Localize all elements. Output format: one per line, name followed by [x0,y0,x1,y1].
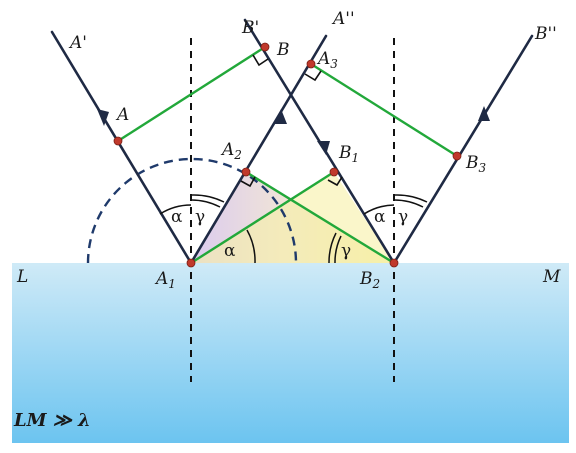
label-L: L [16,267,28,287]
label-B: B [276,40,290,60]
label-A-prime: A' [68,33,87,53]
label-A: A [115,105,129,125]
shaded-triangle-right [191,172,394,263]
angle-arc-alpha-B2 [363,204,395,215]
angle-gamma-base: γ [341,241,351,261]
angle-gamma-B2: γ [398,207,408,227]
label-M: M [542,267,561,287]
label-B-dprime: B'' [534,24,557,44]
wavefront-A-B [117,45,266,143]
angle-alpha-B2: α [374,207,386,227]
wavelet-arc [86,157,298,264]
angle-arc-gamma-A1-1 [190,199,221,208]
arrow-reflected-B [478,106,490,121]
label-B1: B1 [338,143,359,165]
reflected-ray-B [392,34,534,265]
arrow-reflected-A [274,109,287,124]
angle-arc-gamma-B2-2 [393,194,428,203]
right-angle-B [252,54,269,67]
angle-arc-gamma-B2-1 [393,199,424,208]
point-B2 [389,258,399,268]
label-A-dprime: A'' [331,9,355,29]
point-B3 [452,151,462,161]
angle-arc-alpha-base [246,229,256,264]
point-B1 [329,167,339,177]
point-A3 [306,59,316,69]
angle-arc-gamma-base-1 [334,235,342,264]
reflected-ray-A [189,34,328,265]
wavefront-A2-B2 [245,170,395,265]
label-A3: A3 [316,49,338,71]
label-A2: A2 [220,140,242,162]
wavefront-A3-B3 [310,62,458,158]
label-B2: B2 [359,269,380,291]
right-angle-B1 [327,176,343,187]
right-angle-A2 [240,176,256,188]
point-A1 [186,258,196,268]
condition-note: LM ≫ λ [14,410,91,431]
angle-gamma-A1: γ [195,207,205,227]
label-A1: A1 [154,269,176,291]
point-A2 [241,167,251,177]
label-B3: B3 [465,153,487,175]
angle-alpha-base: α [224,241,236,261]
right-angle-A3 [304,70,322,82]
angle-arc-alpha-A1 [159,204,192,215]
point-A [113,136,123,146]
label-B-prime: B' [241,18,259,38]
arrow-incident-B [317,141,330,155]
angle-arc-gamma-base-2 [328,232,337,264]
incident-ray-A [50,30,193,265]
medium-block [12,263,569,443]
angle-arc-gamma-A1-2 [190,194,225,203]
angle-alpha-A1: α [171,207,183,227]
wavefront-A1-B1 [190,170,335,265]
arrow-incident-A [97,109,109,126]
point-B [260,42,270,52]
